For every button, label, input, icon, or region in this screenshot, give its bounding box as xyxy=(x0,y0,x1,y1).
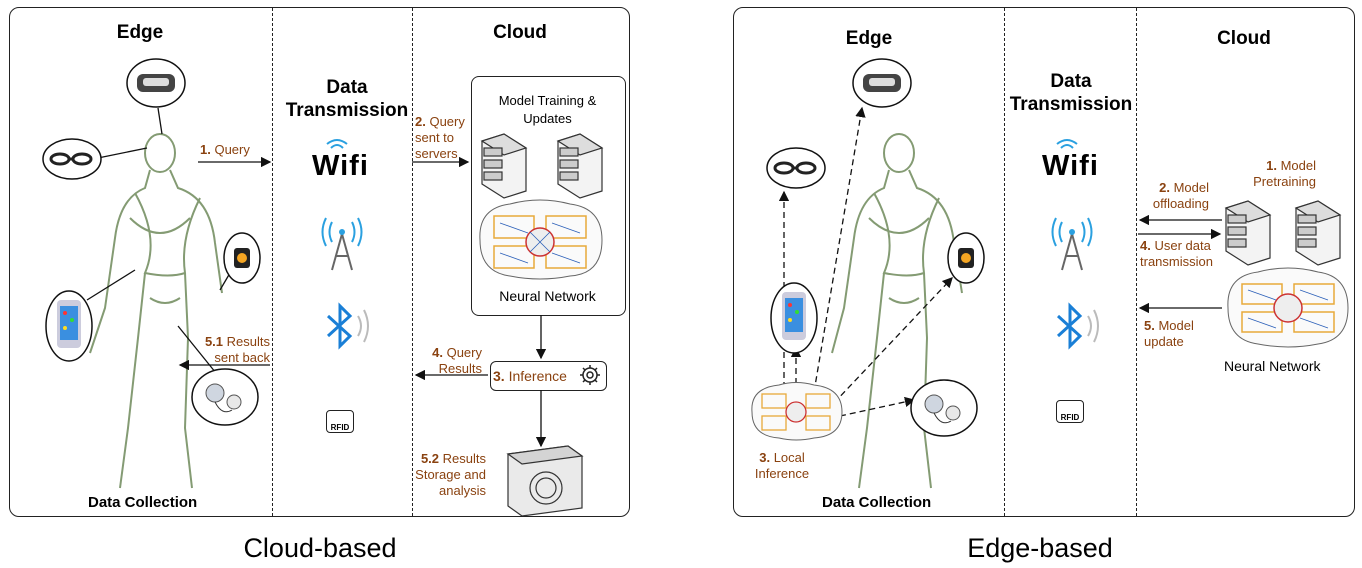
divider-transmission-cloud xyxy=(1136,8,1137,516)
wifi-signal xyxy=(1056,139,1078,149)
cloud-based-caption: Cloud-based xyxy=(243,533,397,563)
step3-label: 3. Local Inference xyxy=(754,450,810,481)
step1-label: 1. Model Pretraining xyxy=(1253,158,1316,189)
smartwatch-icon xyxy=(234,248,250,268)
data-collection-label: Data Collection xyxy=(822,494,932,511)
model-training-title: Model Training &Updates xyxy=(498,93,597,126)
step51-label: 5.1 Results sent back xyxy=(204,334,270,365)
cell-tower-icon xyxy=(321,217,363,271)
cloud-title: Cloud xyxy=(1217,28,1271,49)
smartphone-icon xyxy=(782,292,806,340)
data-collection-label: Data Collection xyxy=(88,494,198,511)
step5-label: 5. Model update xyxy=(1144,318,1194,349)
rfid-icon: RFID xyxy=(1056,400,1084,423)
smart-glasses-icon xyxy=(773,161,817,175)
human-figure xyxy=(89,133,223,489)
vr-connector xyxy=(157,107,163,135)
bluetooth-icon xyxy=(326,302,369,350)
step2-label: 2. Model offloading xyxy=(1152,180,1209,211)
smart-glasses-icon xyxy=(49,152,93,166)
cell-tower-icon xyxy=(1051,217,1093,271)
smartwatch-icon xyxy=(958,248,974,268)
local-to-earbuds-arrow xyxy=(839,396,916,417)
divider-edge-transmission xyxy=(1004,8,1005,516)
vr-headset-icon xyxy=(863,74,901,92)
step4-label: 4. Query Results xyxy=(432,345,482,376)
step4-label: 4. User data transmission xyxy=(1140,238,1213,269)
earbuds-icon xyxy=(205,383,242,413)
step1-label: 1. Query xyxy=(200,142,250,157)
vr-headset-icon xyxy=(137,74,175,92)
neural-network-label: Neural Network xyxy=(1224,358,1321,374)
smartphone-icon xyxy=(57,300,81,348)
brain-network-icon-local xyxy=(751,382,843,441)
bluetooth-icon xyxy=(1056,302,1099,350)
wifi-icon: Wifi xyxy=(312,150,369,182)
storage-icon xyxy=(506,445,584,516)
rfid-icon: RFID xyxy=(326,410,354,433)
earbuds-ellipse xyxy=(191,368,259,426)
cloud-title: Cloud xyxy=(493,22,547,43)
brain-network-icon xyxy=(479,199,603,280)
step3-label: 3. Inference xyxy=(493,368,567,384)
local-to-watch-arrow xyxy=(833,277,953,404)
wifi-signal xyxy=(326,139,348,149)
phone-connector xyxy=(86,269,136,301)
server-icon xyxy=(1224,200,1272,266)
edge-title: Edge xyxy=(116,22,164,43)
edge-based-caption: Edge-based xyxy=(967,533,1113,563)
wifi-icon: Wifi xyxy=(1042,150,1099,182)
earbud-connector xyxy=(177,325,221,379)
gear-icon xyxy=(580,365,600,385)
neural-network-label: Neural Network xyxy=(499,288,596,304)
glasses-connector xyxy=(97,147,148,159)
cloud-based-graphics xyxy=(42,58,604,516)
divider-transmission-cloud xyxy=(412,8,413,516)
local-to-vr-arrow xyxy=(813,106,866,393)
divider-edge-transmission xyxy=(272,8,273,516)
brain-network-icon xyxy=(1227,267,1349,348)
earbuds-icon xyxy=(924,394,961,424)
server-icon xyxy=(480,133,528,199)
server-icon-2 xyxy=(1294,200,1342,266)
watch-connector xyxy=(219,272,231,291)
server-icon-2 xyxy=(556,133,604,199)
earbuds-ellipse xyxy=(910,379,978,437)
edge-title: Edge xyxy=(845,28,893,49)
edge-based-graphics xyxy=(751,58,1349,489)
